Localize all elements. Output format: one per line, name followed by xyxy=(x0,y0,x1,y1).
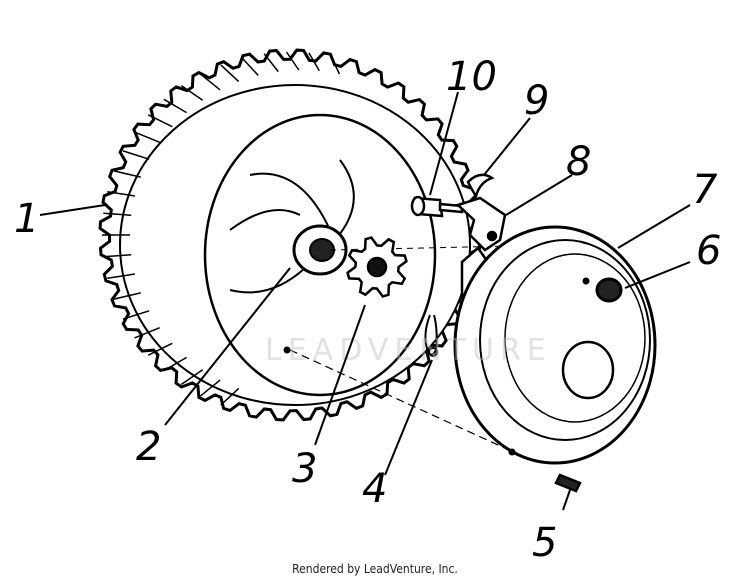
tread-hatch-line xyxy=(163,98,187,114)
callout-8: 8 xyxy=(566,139,591,185)
watermark-text: LEADVENTURE xyxy=(265,333,552,368)
hub-gear xyxy=(346,236,408,298)
tread-hatch-line xyxy=(103,212,132,217)
tread-hatch-line xyxy=(180,369,204,386)
spring-clip xyxy=(466,173,495,199)
wheel-assembly xyxy=(98,48,561,456)
callout-4: 4 xyxy=(362,466,387,512)
credit-line: Rendered by LeadVenture, Inc. xyxy=(292,562,458,576)
tread-hatch-line xyxy=(200,73,221,91)
hub-cap-lip xyxy=(479,239,651,441)
leader-lines xyxy=(39,91,691,511)
tread-hatch-line xyxy=(220,64,240,83)
tread-hatch-line xyxy=(103,253,132,258)
hub-cap-center xyxy=(561,340,615,400)
tread-hatch-line xyxy=(122,150,150,160)
tread-hatch-line xyxy=(241,57,259,76)
tread-hatch-line xyxy=(180,84,204,101)
assembly-centerline xyxy=(289,349,521,456)
callouts: 1 2 3 4 5 6 7 8 9 10 xyxy=(14,54,721,560)
callout-5: 5 xyxy=(532,520,557,560)
callout-7: 7 xyxy=(692,167,718,213)
tread-hatch-line xyxy=(122,310,150,320)
tread-hatch-line xyxy=(147,114,173,128)
callout-3: 3 xyxy=(292,446,317,492)
exploded-parts-diagram: LEADVENTURE xyxy=(14,48,721,560)
tread-hatch-line xyxy=(134,131,160,143)
wheel-spoke xyxy=(229,159,355,294)
callout-9: 9 xyxy=(524,78,549,124)
hub-cap xyxy=(453,225,657,493)
callout-1: 1 xyxy=(14,196,39,242)
tread-hatch-line xyxy=(107,273,136,280)
hub-cap-face xyxy=(504,253,646,423)
tire-tread-hatching xyxy=(102,51,341,406)
callout-2: 2 xyxy=(136,424,161,470)
tread-hatch-line xyxy=(107,190,136,197)
tread-hatch-line xyxy=(163,356,187,372)
callout-6: 6 xyxy=(696,228,721,274)
tread-hatch-line xyxy=(113,292,142,300)
tread-hatch-line xyxy=(308,52,320,72)
small-gear-bore xyxy=(366,256,388,278)
cotter-pin xyxy=(424,314,438,357)
tread-hatch-line xyxy=(263,53,279,73)
hub-screw xyxy=(554,473,582,493)
tread-hatch-line xyxy=(330,56,341,75)
callout-10: 10 xyxy=(446,54,497,100)
tread-hatch-line xyxy=(220,387,240,406)
tread-hatch-line xyxy=(147,342,173,356)
tread-hatch-line xyxy=(134,327,160,339)
hub-nut xyxy=(595,277,623,303)
spoke-bolt xyxy=(283,346,291,354)
tread-hatch-line xyxy=(113,170,142,178)
tread-hatch-line xyxy=(285,51,300,71)
tread-hatch-line xyxy=(200,379,221,397)
